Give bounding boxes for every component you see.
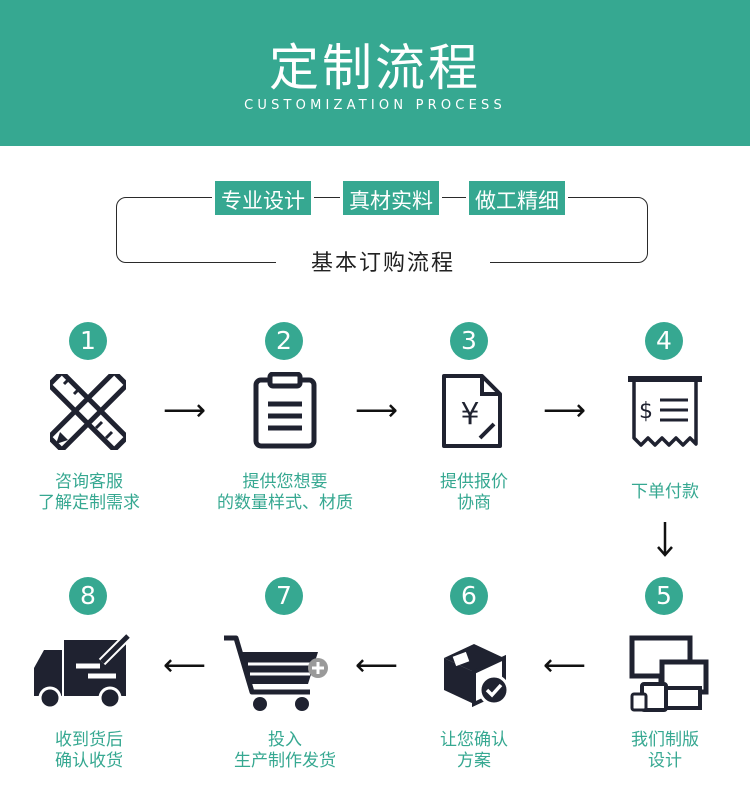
svg-text:$: $ [639,399,653,424]
step-number-2: 2 [265,322,303,360]
clipboard-icon [253,372,317,449]
arrow-left-icon: ⟵ [163,648,207,683]
devices-icon [629,635,709,712]
step-number-3: 3 [450,322,488,360]
step-label-7: 投入生产制作发货 [234,730,336,771]
shopping-cart-icon [224,635,328,711]
step-label-1: 咨询客服了解定制需求 [38,472,140,513]
step-label-5: 我们制版设计 [631,730,699,771]
step-label-6: 让您确认方案 [440,730,508,771]
receipt-icon: $ [628,376,702,447]
ruler-pencil-icon [50,374,126,450]
step-number-1: 1 [69,322,107,360]
step-label-3: 提供报价协商 [440,472,508,513]
arrow-down-icon [657,522,673,557]
arrow-right-icon: ⟶ [355,393,399,428]
header-banner: 定制流程 CUSTOMIZATION PROCESS [0,0,750,146]
step-label-8: 收到货后确认收货 [55,730,123,771]
tag-fine-workmanship: 做工精细 [466,178,568,218]
page-subtitle: CUSTOMIZATION PROCESS [244,98,506,113]
arrow-left-icon: ⟵ [355,648,399,683]
arrow-right-icon: ⟶ [543,393,587,428]
tag-professional-design: 专业设计 [212,178,314,218]
frame-caption: 基本订购流程 [276,248,490,280]
step-number-4: 4 [645,322,683,360]
step-number-7: 7 [265,577,303,615]
step-label-2: 提供您想要的数量样式、材质 [217,472,353,513]
step-label-4: 下单付款 [631,482,699,502]
step-number-8: 8 [69,577,107,615]
yen-document-icon: ¥ [442,374,502,448]
svg-text:¥: ¥ [460,397,479,432]
step-number-5: 5 [645,577,683,615]
arrow-left-icon: ⟵ [543,648,587,683]
delivery-truck-icon [34,632,132,710]
tag-genuine-materials: 真材实料 [340,178,442,218]
package-check-icon [444,644,510,708]
arrow-right-icon: ⟶ [163,393,207,428]
step-number-6: 6 [450,577,488,615]
page-title: 定制流程 [269,39,481,97]
